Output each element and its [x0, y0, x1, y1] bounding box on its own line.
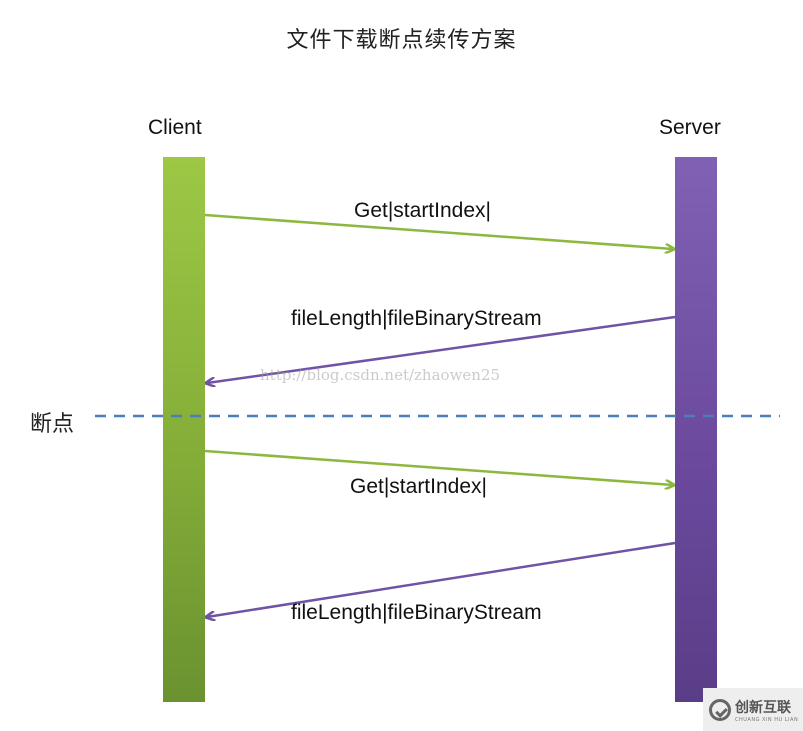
brand-logo-icon	[709, 698, 731, 721]
brand-logo: 创新互联 CHUANG XIN HU LIAN	[703, 688, 803, 731]
message-label-2: fileLength|fileBinaryStream	[291, 307, 542, 330]
message-label-4: fileLength|fileBinaryStream	[291, 601, 542, 624]
response-arrow-2	[207, 541, 676, 617]
message-label-1: Get|startIndex|	[354, 199, 491, 222]
request-arrow-1	[204, 213, 673, 249]
server-lifeline	[675, 157, 717, 702]
client-lifeline	[163, 157, 205, 702]
client-actor-label: Client	[148, 116, 202, 139]
brand-logo-name: 创新互联	[735, 699, 791, 716]
message-label-3: Get|startIndex|	[350, 475, 487, 498]
server-actor-label: Server	[659, 116, 721, 139]
watermark-text: http://blog.csdn.net/zhaowen25	[260, 366, 501, 384]
breakpoint-label: 断点	[30, 412, 75, 437]
diagram-title: 文件下载断点续传方案	[286, 28, 517, 53]
brand-logo-subtext: CHUANG XIN HU LIAN	[735, 716, 799, 723]
request-arrow-2	[204, 449, 673, 485]
response-arrow-1	[207, 315, 676, 383]
